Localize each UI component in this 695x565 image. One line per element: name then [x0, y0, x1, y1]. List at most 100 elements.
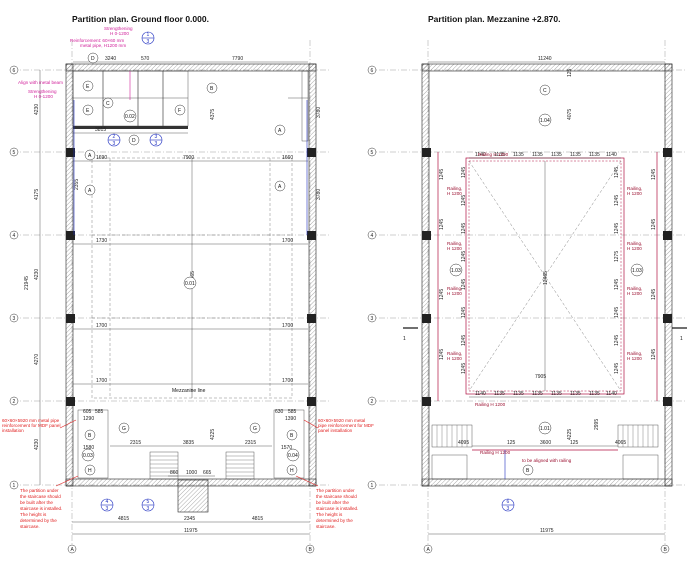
railing-bottom-label: Railing H 1200	[475, 402, 506, 407]
svg-text:E: E	[86, 84, 90, 90]
svg-text:H: H	[88, 468, 92, 474]
align-note: to be aligned with railing	[522, 458, 572, 463]
room-1-04: 1.04	[540, 118, 550, 124]
svg-text:4: 4	[106, 499, 109, 505]
left-grid-bubbles: 6 5 4 3 2 1 A B	[9, 65, 315, 554]
svg-text:1245: 1245	[651, 289, 657, 300]
svg-text:1580: 1580	[83, 445, 94, 451]
right-east-wall	[664, 63, 673, 487]
room-1-03-left: 1.03	[451, 268, 461, 274]
svg-text:1135: 1135	[551, 391, 562, 397]
svg-text:585: 585	[288, 409, 297, 415]
room-0-01: 0.01	[185, 281, 195, 287]
right-bottom-wall	[421, 478, 673, 487]
svg-text:1245: 1245	[614, 363, 620, 374]
svg-text:21945: 21945	[24, 276, 30, 290]
svg-text:570: 570	[141, 56, 150, 62]
svg-text:Railing,H 1200: Railing,H 1200	[447, 186, 462, 196]
svg-text:1700: 1700	[282, 378, 293, 384]
svg-text:3: 3	[155, 134, 158, 140]
svg-text:1245: 1245	[651, 169, 657, 180]
svg-text:1245: 1245	[614, 307, 620, 318]
svg-text:5: 5	[147, 499, 150, 505]
grid-a-label: A	[71, 547, 75, 553]
svg-text:125: 125	[567, 68, 573, 77]
svg-text:1245: 1245	[461, 363, 467, 374]
svg-text:4225: 4225	[567, 429, 573, 440]
svg-text:B: B	[526, 468, 530, 474]
svg-text:H: H	[290, 468, 294, 474]
vdim-4375: 4375	[210, 109, 216, 120]
svg-text:1140: 1140	[606, 391, 617, 397]
svg-text:1245: 1245	[461, 195, 467, 206]
svg-text:Railing,H 1200: Railing,H 1200	[447, 241, 462, 251]
svg-text:Railing,H 1200: Railing,H 1200	[447, 351, 462, 361]
svg-text:1245: 1245	[461, 251, 467, 262]
svg-text:125: 125	[570, 440, 579, 446]
mezzanine-void: 12465	[465, 157, 625, 395]
svg-text:1135: 1135	[513, 152, 524, 158]
svg-text:1: 1	[371, 483, 374, 489]
railing-stairs-label: Railing H 1200	[480, 450, 511, 455]
svg-text:1135: 1135	[570, 391, 581, 397]
svg-text:4075: 4075	[567, 109, 573, 120]
left-callouts: 13 23 33 43 53	[100, 31, 163, 512]
svg-text:630: 630	[275, 409, 284, 415]
svg-text:5: 5	[13, 150, 16, 156]
left-west-wall	[65, 63, 74, 487]
svg-text:3780: 3780	[316, 107, 322, 118]
svg-text:3: 3	[507, 506, 510, 512]
left-plan-title: Partition plan. Ground floor 0.000.	[72, 14, 209, 24]
svg-text:3: 3	[147, 506, 150, 512]
svg-text:1245: 1245	[651, 219, 657, 230]
svg-text:1135: 1135	[532, 391, 543, 397]
right-plan-title: Partition plan. Mezzanine +2.870.	[428, 14, 561, 24]
room-1-03-right: 1.03	[632, 268, 642, 274]
svg-text:6: 6	[13, 68, 16, 74]
svg-text:2: 2	[113, 134, 116, 140]
grid-b-label: B	[309, 547, 313, 553]
svg-text:4230: 4230	[34, 269, 40, 280]
svg-text:6: 6	[371, 68, 374, 74]
svg-text:1730: 1730	[96, 238, 107, 244]
room-0-02: 0.02	[125, 114, 135, 120]
svg-text:2315: 2315	[130, 440, 141, 446]
railing-top-dims: 1140 1135 1135 1135 1135 1135 1135 1140 …	[469, 152, 621, 398]
svg-text:7900: 7900	[183, 155, 194, 161]
svg-text:1245: 1245	[614, 223, 620, 234]
svg-text:860: 860	[170, 470, 179, 476]
svg-text:1140: 1140	[606, 152, 617, 158]
svg-text:5: 5	[371, 150, 374, 156]
left-plan: 6 5 4 3 2 1 A B	[2, 26, 374, 554]
svg-text:Railing,H 1200: Railing,H 1200	[627, 241, 642, 251]
svg-text:2: 2	[371, 399, 374, 405]
svg-text:1245: 1245	[461, 167, 467, 178]
mezzanine-line-label: Mezzanine line	[172, 388, 206, 394]
svg-text:1135: 1135	[494, 152, 505, 158]
svg-text:3: 3	[155, 141, 158, 147]
right-top-wall	[421, 63, 673, 72]
right-plan: 6 5 4 3 2 1 A B 11240 125 407	[367, 40, 687, 554]
svg-text:2315: 2315	[245, 440, 256, 446]
svg-text:4230: 4230	[34, 104, 40, 115]
svg-text:1245: 1245	[461, 307, 467, 318]
svg-text:1245: 1245	[439, 349, 445, 360]
svg-text:1245: 1245	[439, 289, 445, 300]
railing-top-label: Railing H 1200	[478, 152, 509, 157]
svg-text:1135: 1135	[589, 391, 600, 397]
svg-text:B: B	[88, 433, 92, 439]
left-stairs	[77, 409, 305, 513]
svg-text:G: G	[253, 426, 257, 432]
svg-text:1245: 1245	[614, 195, 620, 206]
vdim-4225: 4225	[210, 429, 216, 440]
svg-text:1245: 1245	[614, 279, 620, 290]
right-west-wall	[421, 63, 430, 487]
svg-text:1390: 1390	[285, 416, 296, 422]
right-grid-bubbles: 6 5 4 3 2 1 A B	[367, 65, 670, 554]
